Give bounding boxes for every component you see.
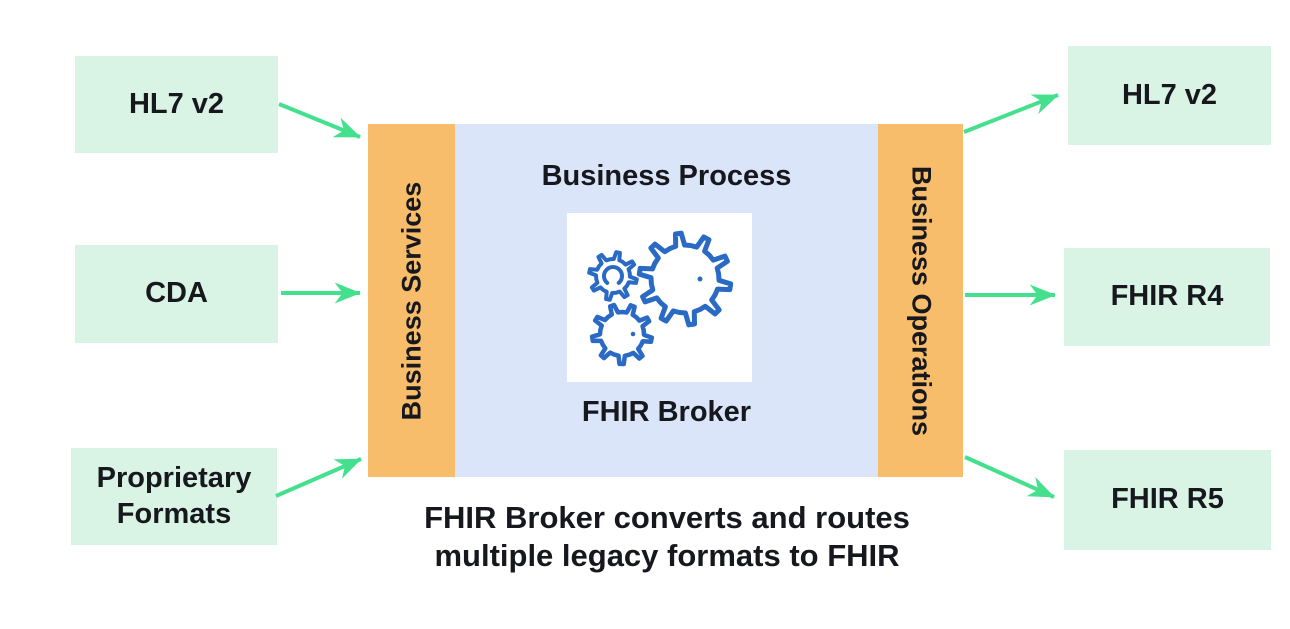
input-box-proprietary-formats: Proprietary Formats bbox=[71, 448, 277, 545]
arrow-proprietary-in bbox=[275, 457, 362, 498]
caption-line-2: multiple legacy formats to FHIR bbox=[434, 538, 900, 573]
business-process-panel: Business Process FHIR Broker bbox=[455, 124, 878, 477]
business-operations-bar: Business Operations bbox=[878, 124, 963, 477]
output-box-fhir-r4: FHIR R4 bbox=[1064, 248, 1270, 346]
arrow-fhir-r5-out bbox=[964, 455, 1055, 499]
gears-icon bbox=[587, 230, 734, 367]
fhir-broker-label: FHIR Broker bbox=[581, 396, 752, 428]
input-label-hl7v2: HL7 v2 bbox=[128, 87, 225, 120]
business-services-bar: Business Services bbox=[368, 124, 455, 477]
input-box-cda: CDA bbox=[75, 245, 278, 343]
input-label-cda: CDA bbox=[145, 277, 208, 310]
arrow-hl7v2-out bbox=[963, 93, 1059, 134]
output-label-hl7v2: HL7 v2 bbox=[1121, 78, 1218, 111]
caption-line-1: FHIR Broker converts and routes bbox=[424, 500, 910, 535]
input-box-hl7v2: HL7 v2 bbox=[75, 56, 278, 153]
business-process-title: Business Process bbox=[541, 160, 792, 192]
business-services-label: Business Services bbox=[396, 181, 426, 420]
output-label-fhir-r4: FHIR R4 bbox=[1110, 280, 1224, 313]
arrow-hl7v2-in bbox=[278, 102, 361, 139]
output-box-fhir-r5: FHIR R5 bbox=[1064, 450, 1271, 550]
gear-tile bbox=[567, 213, 752, 382]
output-label-fhir-r5: FHIR R5 bbox=[1111, 483, 1224, 516]
business-operations-label: Business Operations bbox=[906, 165, 936, 436]
output-box-hl7v2: HL7 v2 bbox=[1068, 46, 1271, 145]
diagram-caption: FHIR Broker converts and routes multiple… bbox=[322, 499, 1012, 575]
input-label-proprietary-formats: Proprietary Formats bbox=[96, 462, 252, 530]
